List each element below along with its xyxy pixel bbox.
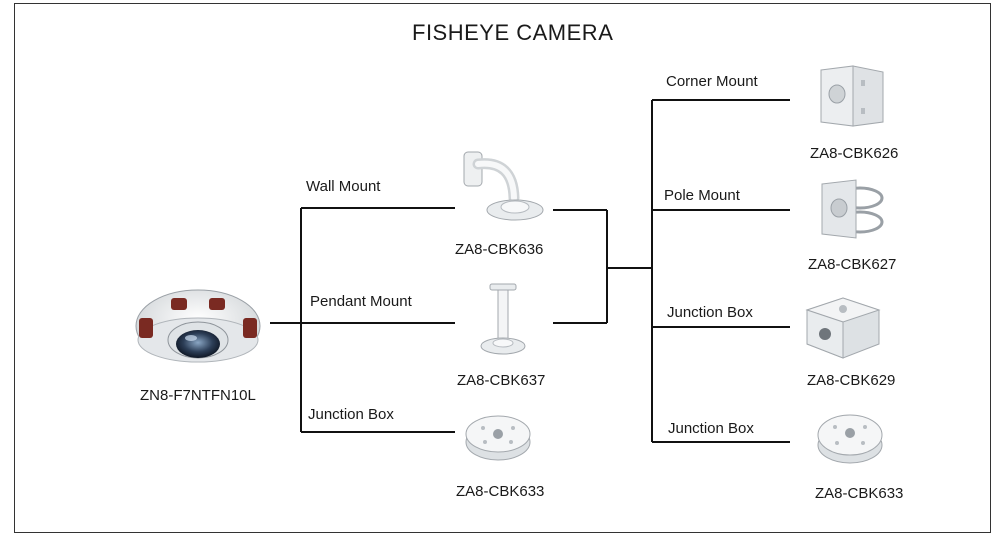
camera-model-label: ZN8-F7NTFN10L — [140, 387, 256, 404]
part-label-za8-cbk633-left: ZA8-CBK633 — [456, 483, 545, 500]
sub-label-pole-mount: Pole Mount — [664, 187, 740, 204]
part-label-za8-cbk629: ZA8-CBK629 — [807, 372, 896, 389]
branch-label-wall-mount: Wall Mount — [306, 178, 381, 195]
sub-label-junction-box-633: Junction Box — [668, 420, 754, 437]
part-label-za8-cbk633-right: ZA8-CBK633 — [815, 485, 904, 502]
branch-label-pendant-mount: Pendant Mount — [310, 293, 412, 310]
pendant-mount-image — [480, 283, 526, 355]
corner-mount-image — [820, 65, 884, 127]
diagram-title: FISHEYE CAMERA — [412, 20, 614, 45]
junction-box-image-629 — [805, 297, 881, 359]
wall-mount-bracket-image — [463, 151, 544, 221]
part-label-za8-cbk636: ZA8-CBK636 — [455, 241, 544, 258]
part-label-za8-cbk627: ZA8-CBK627 — [808, 256, 897, 273]
junction-box-image-left — [465, 415, 531, 461]
sub-label-corner-mount: Corner Mount — [666, 73, 758, 90]
part-label-za8-cbk637: ZA8-CBK637 — [457, 372, 546, 389]
part-label-za8-cbk626: ZA8-CBK626 — [810, 145, 899, 162]
pole-mount-image — [821, 179, 884, 239]
fisheye-camera-image — [135, 289, 261, 363]
branch-label-junction-box: Junction Box — [308, 406, 394, 423]
junction-box-image-right — [817, 414, 883, 464]
sub-label-junction-box-629: Junction Box — [667, 304, 753, 321]
